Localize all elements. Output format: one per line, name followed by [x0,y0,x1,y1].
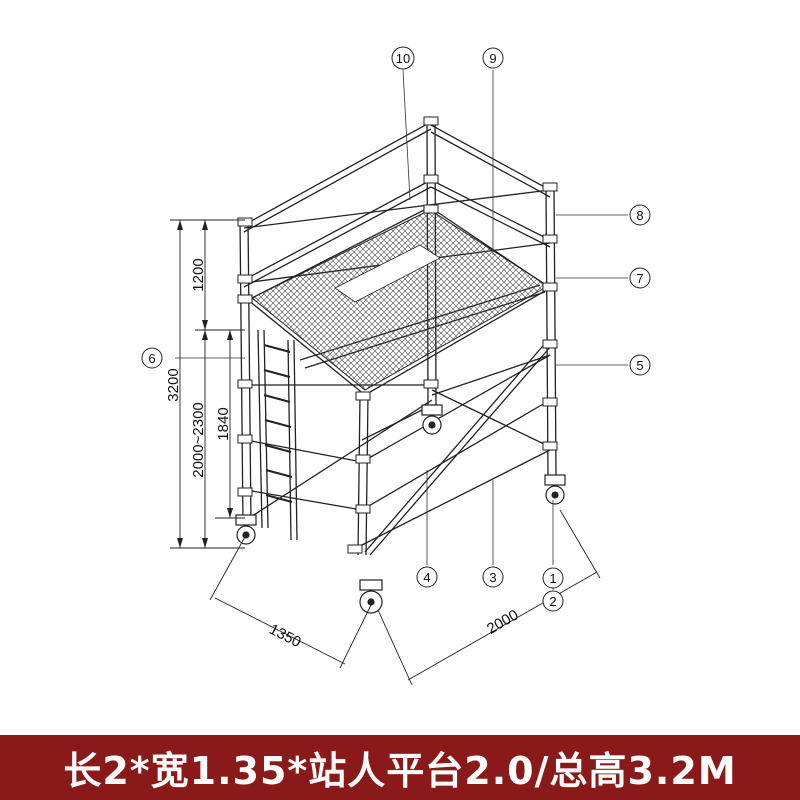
dim-width: 1350 [266,621,303,651]
caster-front-left [235,514,257,545]
svg-text:8: 8 [636,208,643,223]
caster-wheels [235,404,566,614]
callout-9: 9 [482,47,504,69]
callout-4: 4 [416,566,438,588]
callout-1: 1 [542,567,564,589]
svg-text:10: 10 [396,51,410,66]
svg-text:6: 6 [148,351,155,366]
dim-total-height: 3200 [165,368,182,401]
svg-text:5: 5 [636,358,643,373]
dim-length: 2000 [484,606,521,637]
dim-lower: 1840 [215,407,232,440]
caster-back-left [421,404,443,435]
callout-3: 3 [482,566,504,588]
callout-8: 8 [629,204,651,226]
dim-platform-range: 2000~2300 [190,402,207,478]
svg-text:4: 4 [423,570,430,585]
dim-upper: 1200 [190,258,207,291]
ladder [257,329,298,541]
clamps [237,116,558,554]
scaffold-diagram: 3200 1200 2000~2300 1840 1350 2000 1 2 3… [141,46,651,686]
svg-text:3: 3 [489,570,496,585]
svg-text:9: 9 [489,51,496,66]
caster-back-right [544,474,566,505]
svg-text:1: 1 [549,571,556,586]
callout-6: 6 [141,347,163,369]
caption-bar: 长2*宽1.35*站人平台2.0/总高3.2M [0,735,800,800]
caster-front-right [359,579,383,614]
svg-text:7: 7 [636,271,643,286]
caption-text: 长2*宽1.35*站人平台2.0/总高3.2M [63,749,737,793]
platform-deck [251,209,549,391]
svg-text:2: 2 [549,594,556,609]
callout-7: 7 [629,267,651,289]
dimension-lines [170,219,601,686]
callout-10: 10 [391,46,415,70]
callout-5: 5 [629,354,651,376]
callout-2: 2 [542,590,564,612]
callouts: 1 2 3 4 5 6 7 8 9 10 [141,46,651,612]
callout-leaders [175,69,628,590]
